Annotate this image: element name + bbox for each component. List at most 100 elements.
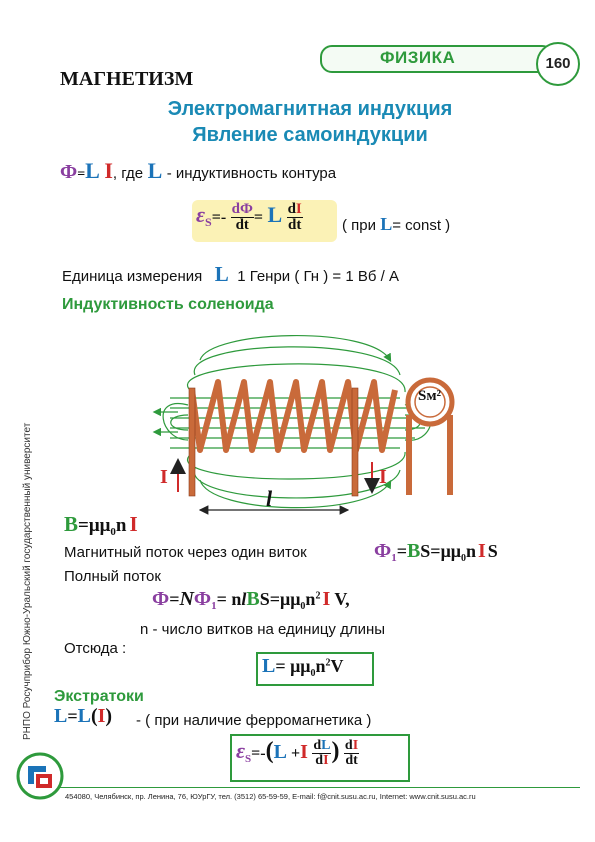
unit-line: Единица измерения L 1 Генри ( Гн ) = 1 В… <box>62 262 399 287</box>
area-label: Sм² <box>418 388 442 404</box>
B-symbol-f1: B <box>406 540 421 562</box>
footer-rule <box>60 787 580 788</box>
loop-lead-right <box>447 415 453 495</box>
coil-winding <box>189 379 398 453</box>
paren-close: ) <box>105 705 113 727</box>
unit-text-2: 1 Генри ( Гн ) = 1 Вб / А <box>237 268 399 285</box>
I-final: I <box>300 741 308 763</box>
S-mumu-total: S=μμ <box>259 589 301 609</box>
left-lead <box>188 387 196 497</box>
eq-extra: = <box>67 706 78 726</box>
eps-final: ε <box>236 738 246 763</box>
sub-1: 1 <box>391 552 397 565</box>
solenoid-diagram <box>152 335 455 515</box>
eq-mumu-result: = μμ <box>275 656 311 676</box>
solenoid-heading: Индуктивность соленоида <box>62 296 274 313</box>
loop-lead-left <box>406 415 412 495</box>
sub-zero: 0 <box>110 526 116 539</box>
eq-total: = <box>169 589 180 609</box>
n-symbol: n <box>115 515 127 536</box>
frac-den-2: dt <box>288 217 302 234</box>
loop-inner <box>414 386 446 418</box>
d-symbol: d <box>287 201 296 218</box>
n-definition: n - число витков на единицу длины <box>140 621 386 638</box>
frac-den: dt <box>235 217 249 234</box>
eps-sub-final: S <box>245 753 252 766</box>
L-symbol-emf: L <box>267 202 283 227</box>
dphi-dt: dФ dt <box>230 201 254 234</box>
cond-rest: = const ) <box>392 217 451 234</box>
unit-L: L <box>214 262 229 286</box>
footer-contacts: 454080, Челябинск, пр. Ленина, 76, ЮУрГУ… <box>65 792 476 801</box>
eq-minus: =- <box>211 209 227 226</box>
L-symbol: L <box>85 158 100 183</box>
inductance-text: - индуктивность контура <box>166 165 337 182</box>
final-formula-box <box>230 734 410 782</box>
right-lead <box>351 387 359 497</box>
I-symbol: I <box>104 158 113 183</box>
emf-formula: εS=- dФ dt = L dI dt <box>196 202 303 233</box>
sub-zero-result: 0 <box>310 668 316 680</box>
text-gde: , где <box>112 165 144 182</box>
eq-sign-f1: = <box>396 541 407 561</box>
emf-highlight-box <box>192 200 337 242</box>
sidebar-text: РНПО Росучприбор Южно-Уральский государс… <box>22 422 33 740</box>
L-extra-2: L <box>77 705 91 727</box>
n-f1: n <box>465 541 476 561</box>
extra-formula: L=L(I) <box>54 705 112 728</box>
V-result: V <box>330 656 344 676</box>
header-bar <box>320 45 554 73</box>
I-den-final: I <box>323 753 329 769</box>
S-f1: S <box>487 541 498 561</box>
flux-definition: Ф=L I, где L - индуктивность контура <box>60 158 336 184</box>
eq-minus-final: =- <box>251 745 266 762</box>
final-formula: εS=-(L +I dL dI ) dI dt <box>236 738 360 768</box>
frac-num-final-2: dI <box>343 738 360 755</box>
B-symbol: B <box>64 512 79 536</box>
I-frac-final-2: I <box>352 738 359 754</box>
hence-text: Отсюда : <box>64 640 127 657</box>
frac-den-final: dI <box>312 754 331 768</box>
sidebar: РНПО Росучприбор Южно-Уральский государс… <box>20 350 42 740</box>
n-total: n <box>305 589 316 609</box>
page-number: 160 <box>536 42 580 86</box>
L-symbol-2: L <box>147 158 163 183</box>
L-formula: L= μμ0n2V <box>262 655 344 679</box>
L-final: L <box>273 741 287 763</box>
subject-label: ФИЗИКА <box>380 48 456 67</box>
L-extra-1: L <box>54 705 68 727</box>
extra-heading: Экстратоки <box>54 688 144 705</box>
d-final: d <box>313 738 322 754</box>
N-symbol: N <box>179 588 194 610</box>
title-line-2: Явление самоиндукции <box>192 124 428 146</box>
cond-open: ( при <box>342 217 377 234</box>
plus-final: + <box>286 745 301 762</box>
d-den-final: d <box>315 753 324 769</box>
phi-total: Ф <box>152 588 170 610</box>
dI-dt: dI dt <box>286 201 303 234</box>
total-flux-text: Полный поток <box>64 568 161 585</box>
sup-2-total: 2 <box>315 590 321 602</box>
eq-sign-2: = <box>253 209 263 226</box>
S-mumu: S=μμ <box>420 541 461 561</box>
eq-sign: = <box>77 167 86 182</box>
l-symbol: l <box>241 589 247 609</box>
cond-L: L <box>380 214 393 234</box>
L-formula-box <box>256 652 374 686</box>
sub-1-total: 1 <box>211 600 217 613</box>
I-f1: I <box>478 540 486 562</box>
flux-one-text: Магнитный поток через один виток <box>64 544 307 561</box>
unit-text-1: Единица измерения <box>62 268 203 285</box>
frac-num-2: dI <box>286 201 303 219</box>
L-frac-final: L <box>321 738 331 754</box>
phi-1: Ф <box>374 540 392 562</box>
I-symbol-frac: I <box>295 201 302 218</box>
frac-num: dФ <box>230 201 254 219</box>
current-label-right: I <box>379 466 387 488</box>
dI-dt-final: dI dt <box>343 738 360 768</box>
section-title: МАГНЕТИЗМ <box>60 68 194 90</box>
I-total: I <box>322 588 331 610</box>
